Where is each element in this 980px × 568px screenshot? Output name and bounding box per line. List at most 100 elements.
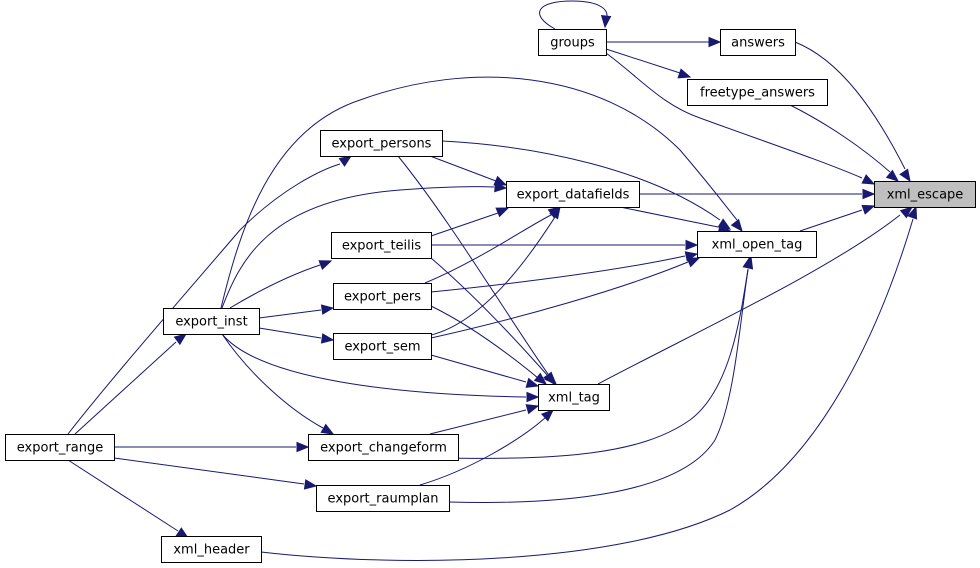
edge-line [67,459,179,532]
node-label: export_persons [332,137,432,152]
arrowhead-icon [544,372,557,385]
node-box [538,29,607,56]
edge-line [221,186,495,309]
node-box [720,29,796,56]
node-xml-open-tag[interactable]: xml_open_tag [697,231,817,258]
edge-export-changeform-to-xml-open-tag [439,255,753,459]
arrowhead-icon [861,204,876,215]
edge-groups-to-xml-escape [605,52,876,185]
arrowhead-icon [318,260,333,271]
edge-line [429,409,527,435]
node-label: answers [731,36,785,51]
edge-line [220,76,738,309]
edge-xml-tag-to-xml-escape [597,206,914,385]
node-box [333,283,432,310]
arrowhead-icon [495,207,510,218]
arrowhead-icon [540,409,554,422]
node-export-inst[interactable]: export_inst [163,308,260,335]
edge-export-inst-to-export-teilis [229,260,333,309]
edge-export-pers-to-xml-tag [430,305,548,385]
edge-line [258,327,322,339]
arrowhead-icon [685,239,699,251]
node-export-datafields[interactable]: export_datafields [506,181,640,208]
arrowhead-icon [708,36,722,48]
edge-export-range-to-export-changeform [114,441,310,453]
node-export-range[interactable]: export_range [5,434,115,461]
node-export-raumplan[interactable]: export_raumplan [316,485,450,512]
arrowhead-icon [899,206,914,219]
edge-line [597,214,901,385]
node-box [538,384,610,411]
edge-export-sem-to-export-datafields [430,205,561,336]
arrowhead-icon [173,333,188,346]
edge-line [74,341,177,435]
edge-export-range-to-export-persons [67,155,353,435]
edge-line [430,255,686,293]
edge-groups-to-groups [539,0,612,30]
arrowhead-icon [303,479,318,490]
node-box [687,79,828,106]
edge-line [258,309,322,319]
edge-export-inst-to-export-sem [258,327,335,344]
node-label: xml_header [173,543,250,558]
arrowhead-icon [686,257,701,268]
edge-line [619,206,719,228]
node-label: export_changeform [320,441,447,456]
edge-line [67,163,341,435]
edge-line [113,457,305,485]
node-answers[interactable]: answers [720,29,796,56]
edge-line [789,104,891,173]
edge-export-sem-to-xml-open-tag [430,257,701,339]
arrowhead-icon [494,181,508,193]
edge-line [424,213,554,284]
node-export-changeform[interactable]: export_changeform [308,434,459,461]
node-export-persons[interactable]: export_persons [320,130,443,157]
edge-line [429,155,497,182]
node-freetype-answers[interactable]: freetype_answers [687,79,828,106]
edge-line [430,216,556,336]
edge-export-teilis-to-export-datafields [430,207,510,237]
node-box [874,181,976,208]
node-label: groups [550,36,595,51]
node-label: export_sem [344,340,420,355]
edge-export-teilis-to-xml-open-tag [431,239,699,251]
node-label: xml_open_tag [712,238,803,253]
edge-groups-to-freetype-answers [605,48,692,79]
node-export-sem[interactable]: export_sem [333,333,432,360]
edge-export-teilis-to-xml-tag [430,257,557,385]
node-xml-tag[interactable]: xml_tag [538,384,610,411]
edge-export-range-to-export-inst [74,333,188,435]
arrowhead-icon [899,168,911,183]
edge-export-datafields-to-xml-escape [639,188,876,200]
node-export-pers[interactable]: export_pers [333,283,432,310]
edge-line [794,41,906,170]
node-label: export_teilis [342,239,422,254]
edge-xml-header-to-xml-escape [260,205,918,561]
edge-export-inst-to-xml-tag [221,333,540,403]
arrowhead-icon [600,15,612,29]
node-label: freetype_answers [700,86,815,101]
arrowhead-icon [296,441,310,453]
node-groups[interactable]: groups [538,29,607,56]
edge-export-inst-to-export-datafields [221,181,508,309]
edge-export-inst-to-export-pers [258,304,335,319]
node-export-teilis[interactable]: export_teilis [331,232,432,259]
arrowhead-icon [907,205,918,220]
node-label: export_datafields [517,188,630,203]
node-box [506,181,640,208]
node-xml-escape[interactable]: xml_escape [874,181,976,208]
edge-line [441,140,721,221]
node-label: export_pers [344,290,421,305]
edge-line [430,212,499,237]
arrowhead-icon [885,169,900,182]
edge-export-range-to-export-raumplan [113,457,318,490]
edge-line [448,269,749,503]
arrowhead-icon [862,188,876,200]
edge-line [419,417,546,486]
node-label: export_range [17,441,103,456]
node-xml-header[interactable]: xml_header [161,536,262,563]
edge-line [430,354,527,383]
node-box [163,308,260,335]
node-box [316,485,450,512]
